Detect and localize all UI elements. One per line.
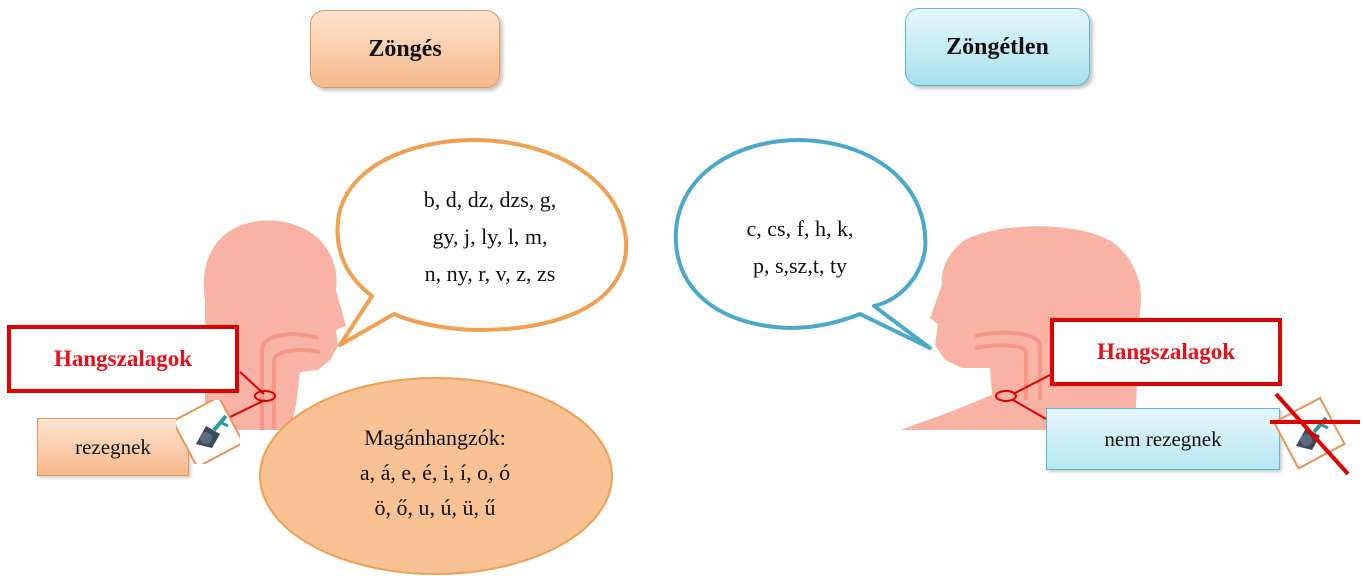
vowels-line: ö, ő, u, ú, ü, ű: [374, 495, 496, 520]
vibrate-state-box: rezegnek: [37, 418, 189, 476]
left-vocal-cords-label: Hangszalagok: [7, 325, 239, 393]
voiced-title: Zöngés: [310, 10, 500, 88]
vowels-heading: Magánhangzók:: [364, 425, 506, 450]
no-vibrate-state-box: nem rezegnek: [1046, 408, 1280, 470]
tuning-fork-icon: [176, 400, 240, 464]
voiceless-consonants-line: c, cs, f, h, k,: [746, 216, 854, 241]
left-head-silhouette: [203, 220, 346, 430]
voiceless-consonants-line: p, s,sz,t, ty: [752, 253, 848, 278]
crossed-tuning-fork-icon: [1270, 392, 1360, 476]
vowels-ellipse: [259, 377, 613, 575]
right-vocal-cord-connectors: [995, 374, 1051, 421]
vowels-text: Magánhangzók: a, á, e, é, i, í, o, ó ö, …: [262, 420, 608, 525]
voiced-consonants-line: gy, j, ly, l, m,: [432, 224, 548, 249]
voiceless-consonants-bubble: [673, 138, 932, 350]
vowels-line: a, á, e, é, i, í, o, ó: [359, 460, 511, 485]
voiced-consonants-line: b, d, dz, dzs, g,: [423, 187, 557, 212]
left-vocal-cord-connectors: [227, 371, 276, 419]
voiceless-consonants-text: c, cs, f, h, k, p, s,sz,t, ty: [690, 210, 910, 284]
right-vocal-cords-label: Hangszalagok: [1050, 318, 1282, 386]
voiced-consonants-line: n, ny, r, v, z, zs: [424, 261, 556, 286]
left-throat-detail: [260, 332, 321, 430]
voiceless-title: Zöngétlen: [905, 8, 1090, 86]
voiced-consonants-bubble: [335, 138, 629, 347]
voiced-consonants-text: b, d, dz, dzs, g, gy, j, ly, l, m, n, ny…: [370, 181, 610, 292]
right-throat-detail: [974, 330, 1042, 400]
